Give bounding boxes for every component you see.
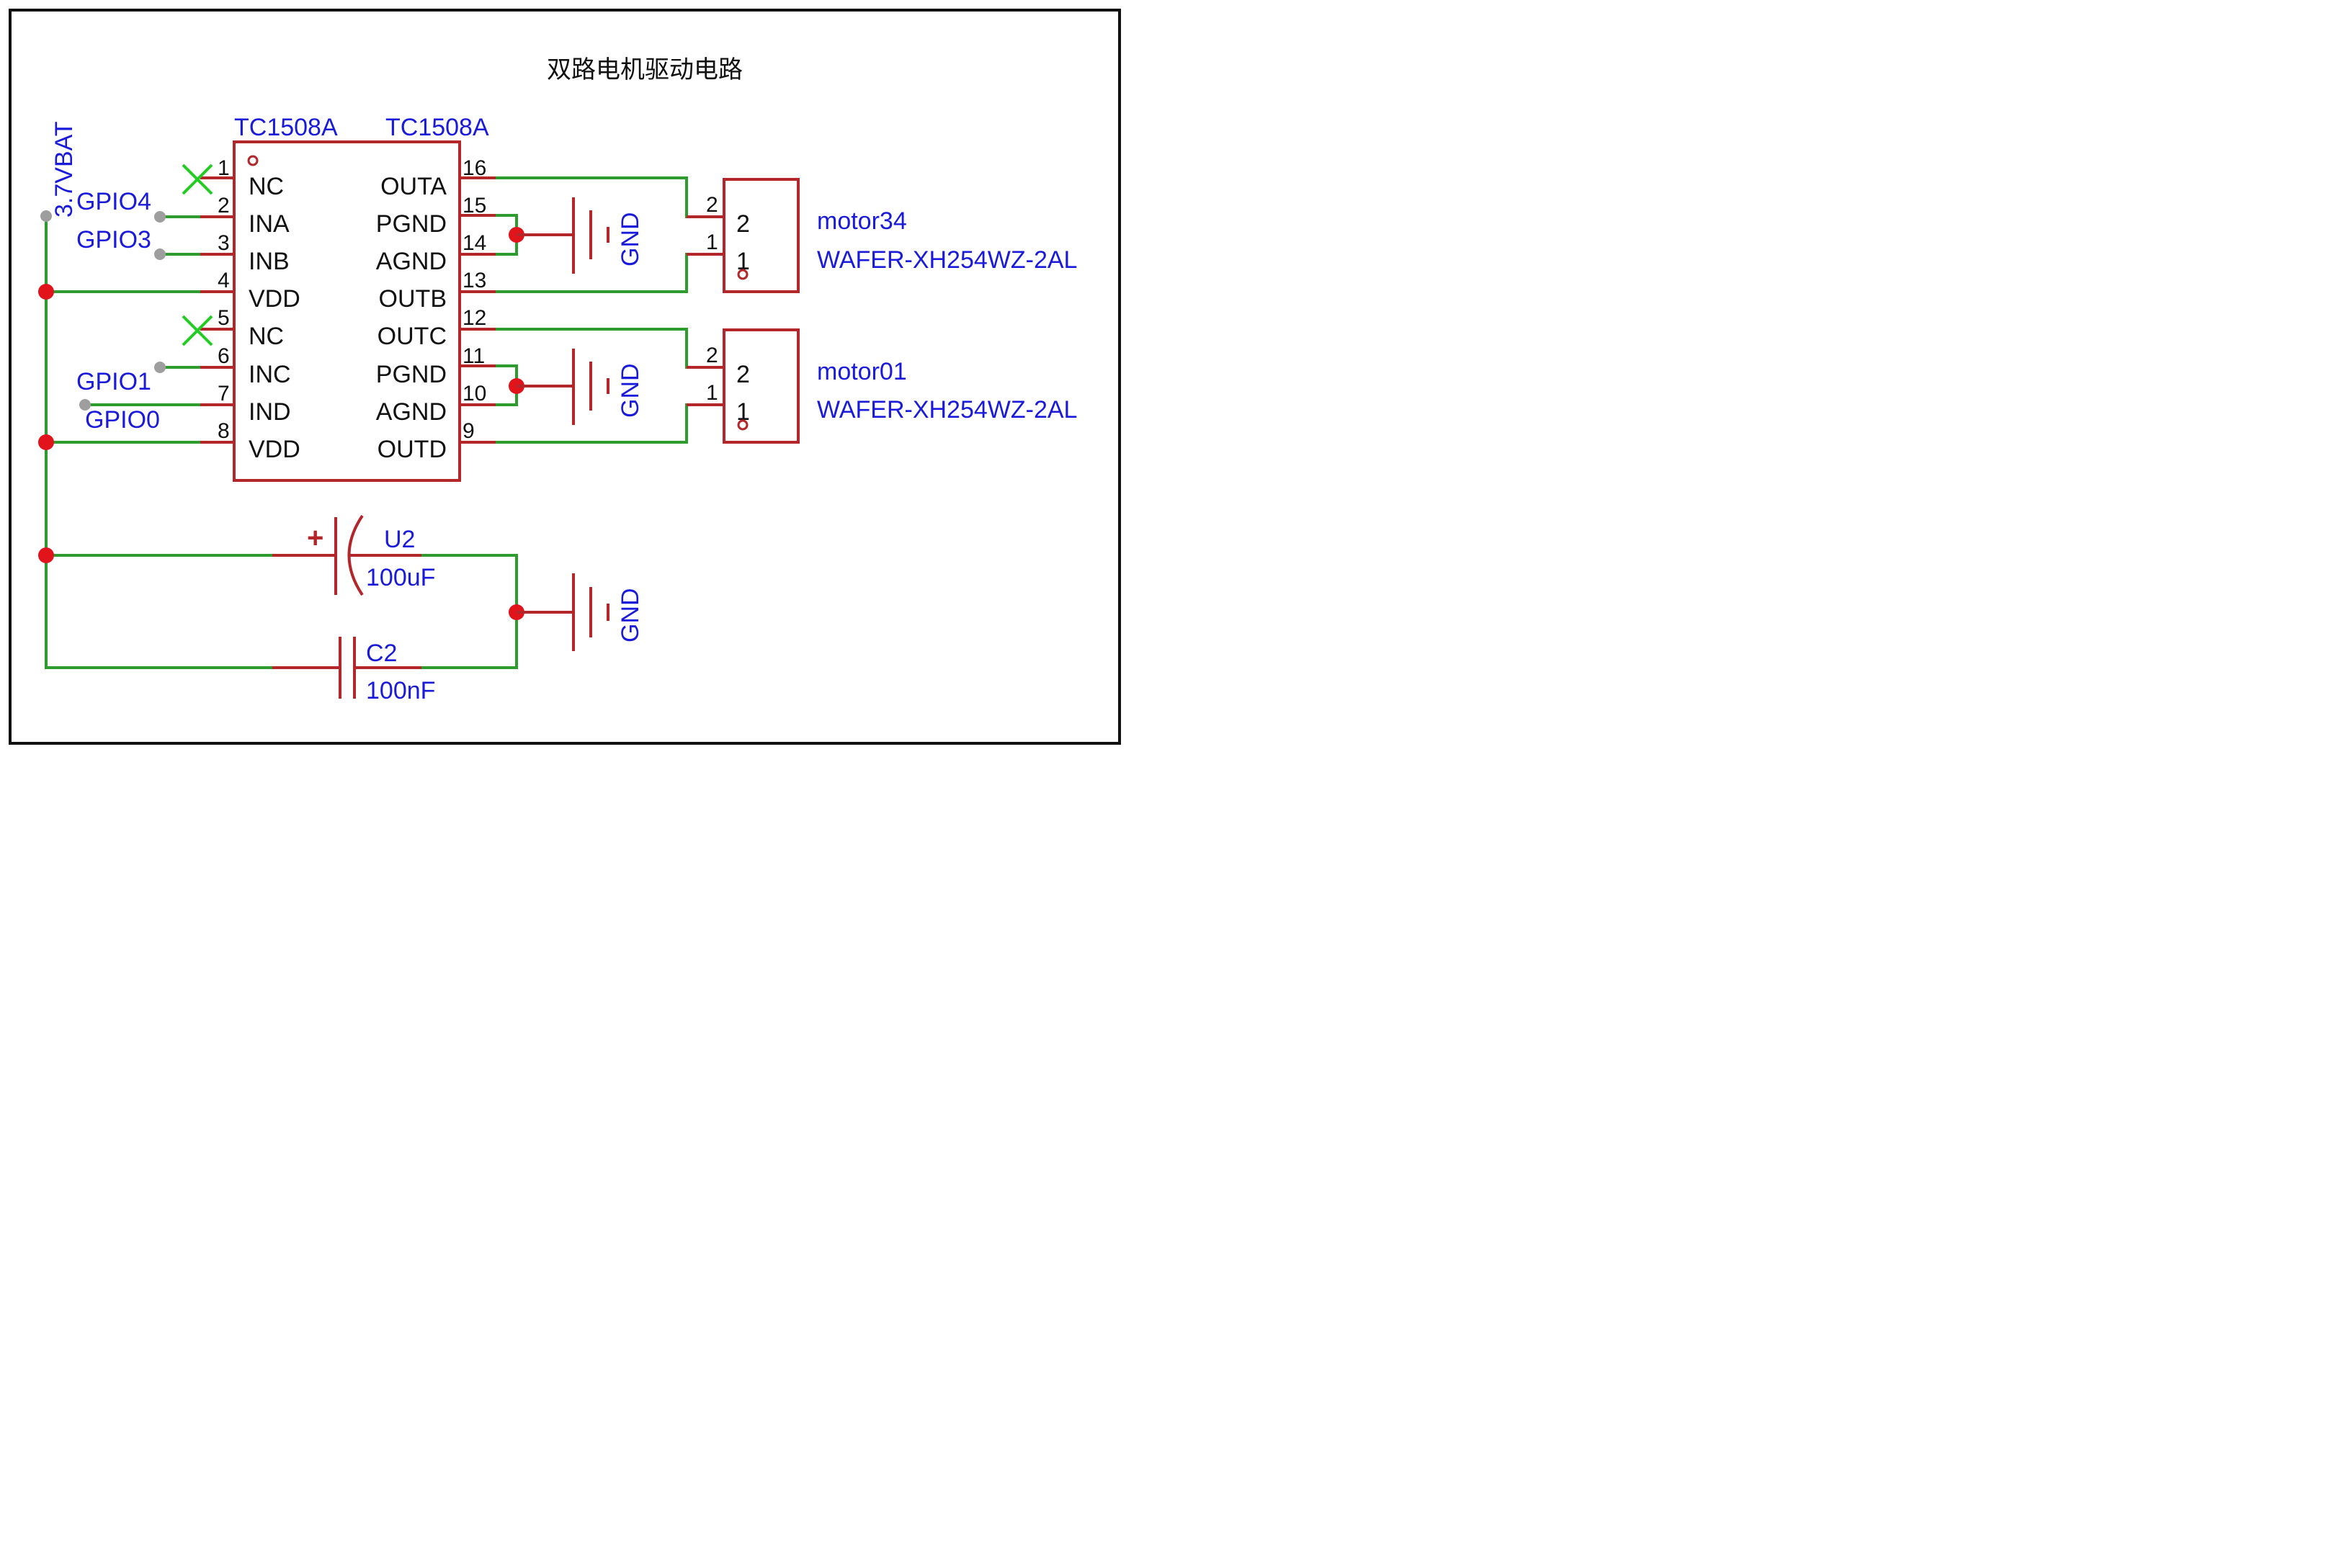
pin-number: 16 [463, 156, 486, 180]
ground-label: GND [617, 212, 644, 266]
no-connect-pin5-icon [182, 315, 213, 346]
connector-part-label: WAFER-XH254WZ-2AL [817, 246, 1077, 274]
connector-ref-label: motor01 [817, 358, 907, 385]
pin-name: OUTB [379, 285, 447, 313]
pin-number: 4 [218, 269, 230, 292]
pin-name: 1 [736, 398, 750, 426]
pin-number: 1 [706, 230, 718, 254]
schematic-diagram: 双路电机驱动电路 TC1508A TC1508A [9, 9, 1121, 745]
ground-label: GND [617, 363, 644, 418]
gpio0-label: GPIO0 [85, 406, 160, 434]
gpio3-label: GPIO3 [76, 226, 151, 254]
pin-name: OUTC [378, 323, 447, 350]
connector-body [723, 178, 800, 293]
pin-number: 6 [218, 344, 230, 368]
pin-name: PGND [376, 361, 447, 388]
ground-symbol-1[interactable]: GND [517, 197, 644, 274]
outa-wire [494, 176, 725, 218]
gpio0-endpoint[interactable] [79, 399, 91, 411]
gpio4-endpoint[interactable] [154, 211, 166, 223]
pin-number: 2 [706, 344, 718, 367]
junction-dot [38, 547, 54, 563]
pin-number: 13 [463, 269, 486, 292]
pin-number: 1 [706, 381, 718, 405]
outd-wire [494, 403, 725, 444]
connector-body [723, 328, 800, 444]
ic-ref-label: TC1508A [234, 114, 338, 141]
pin-number: 9 [463, 419, 475, 443]
pin1-indicator [737, 269, 749, 280]
pin-number: 2 [218, 194, 230, 218]
no-connect-pin1-icon [182, 163, 213, 195]
capacitor-c2[interactable]: C2 100nF [272, 637, 435, 704]
diagram-title: 双路电机驱动电路 [547, 55, 743, 84]
capacitor-u2[interactable]: + U2 100uF [272, 514, 435, 596]
pin-number: 2 [706, 193, 718, 217]
pin-number: 15 [463, 194, 486, 218]
ic-body [233, 140, 461, 482]
connector-motor34[interactable]: 2 1 2 1 motor34 WAFER-XH254WZ-2AL [687, 178, 1077, 293]
cap-right-wire [420, 554, 518, 669]
outb-wire [494, 253, 725, 293]
gpio3-endpoint[interactable] [154, 248, 166, 260]
pin-name: 2 [736, 210, 750, 238]
power-net-endpoint[interactable] [40, 210, 52, 222]
gpio4-label: GPIO4 [76, 188, 151, 215]
pin-name: 1 [736, 248, 750, 275]
outc-wire [494, 328, 725, 369]
pin-name: NC [249, 323, 284, 350]
pin-number: 1 [218, 156, 230, 180]
cap-curved-plate [347, 514, 364, 596]
pin-name: OUTD [378, 436, 447, 463]
pin1-indicator [247, 155, 259, 166]
capacitor-value-label: 100uF [366, 564, 435, 591]
polarity-plus-icon: + [307, 522, 323, 554]
ic-value-label: TC1508A [385, 114, 489, 141]
pin-name: IND [249, 398, 291, 426]
pin-number: 3 [218, 231, 230, 255]
connector-ref-label: motor34 [817, 207, 907, 235]
ic-tc1508a[interactable]: TC1508A TC1508A 1 2 3 4 5 6 7 8 NC INA I… [200, 114, 496, 482]
pin-number: 8 [218, 419, 230, 443]
pin-number: 12 [463, 306, 486, 330]
pin-name: OUTA [380, 173, 447, 200]
pin-name: NC [249, 173, 284, 200]
ground-label: GND [617, 588, 644, 642]
ground-symbol-3[interactable]: GND [517, 573, 644, 651]
pin-number: 14 [463, 231, 486, 255]
pin-name: VDD [249, 285, 300, 313]
sheet-frame [9, 9, 1121, 745]
pin-name: VDD [249, 436, 300, 463]
connector-part-label: WAFER-XH254WZ-2AL [817, 396, 1077, 424]
pin-number: 11 [463, 344, 485, 368]
power-net-label: 3.7VBAT [50, 121, 78, 218]
pin-name: PGND [376, 210, 447, 238]
gpio1-endpoint[interactable] [154, 362, 166, 373]
pin-name: INB [249, 248, 290, 275]
capacitor-ref-label: C2 [366, 640, 397, 667]
pin1-indicator [737, 419, 749, 431]
pin-number: 5 [218, 306, 230, 330]
pin-name: INA [249, 210, 290, 238]
gpio1-label: GPIO1 [76, 368, 151, 395]
capacitor-value-label: 100nF [366, 677, 435, 704]
pin-number: 7 [218, 382, 230, 406]
junction-dot [38, 284, 54, 300]
pin-name: AGND [376, 248, 447, 275]
pin-name: AGND [376, 398, 447, 426]
ground-symbol-2[interactable]: GND [517, 349, 644, 425]
pin-number: 10 [463, 382, 486, 406]
junction-dot [38, 434, 54, 450]
connector-motor01[interactable]: 2 1 2 1 motor01 WAFER-XH254WZ-2AL [687, 328, 1077, 444]
pin-name: INC [249, 361, 291, 388]
capacitor-ref-label: U2 [384, 526, 415, 553]
pin-name: 2 [736, 361, 750, 388]
